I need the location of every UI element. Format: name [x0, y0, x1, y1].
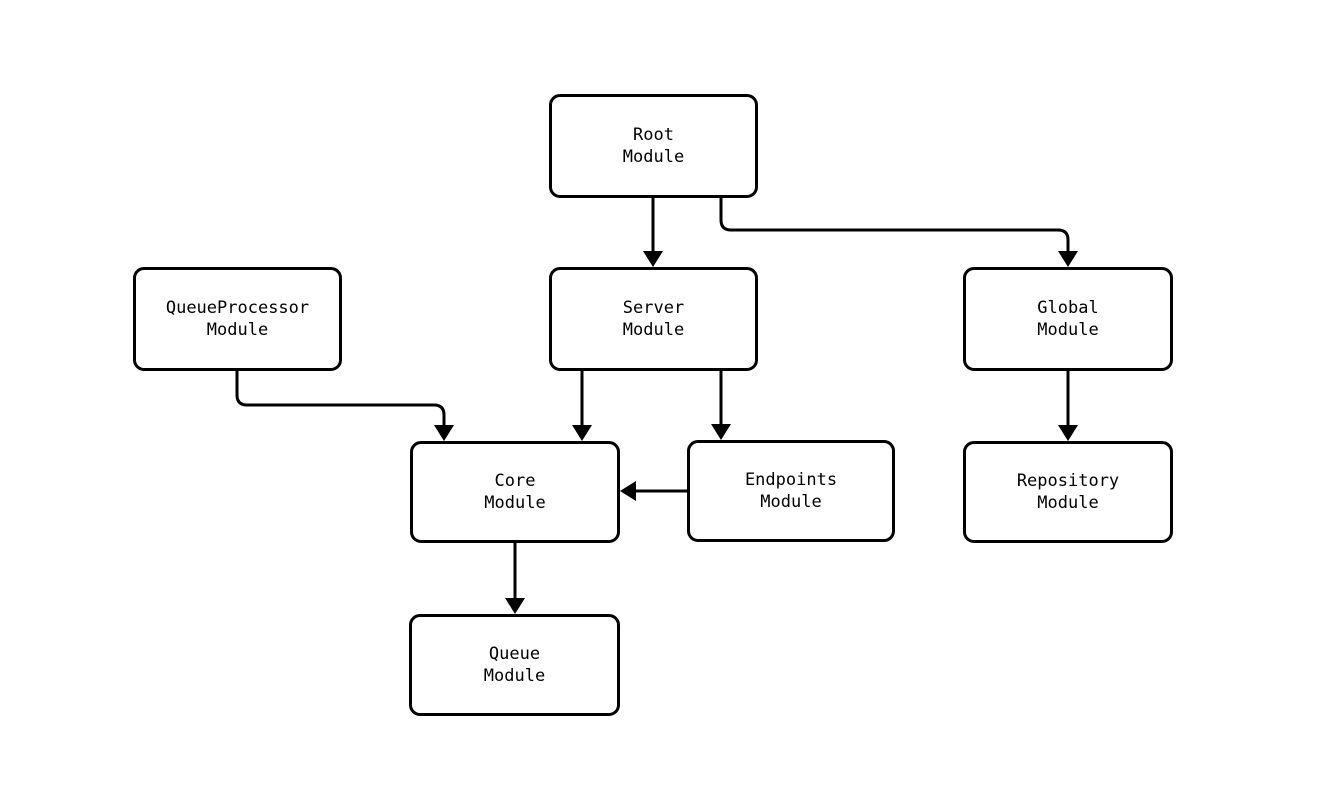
node-queue[interactable]: Queue Module: [409, 614, 620, 716]
edge-root-server: [643, 198, 663, 267]
edge-endpoints-core: [620, 481, 687, 501]
arrowhead-queueprocessor-core: [434, 425, 454, 441]
edge-root-global: [719, 198, 1078, 267]
node-endpoints-line2: Module: [760, 492, 822, 512]
node-endpoints-line1: Endpoints: [744, 470, 838, 490]
arrowhead-core-queue: [505, 598, 525, 614]
arrowhead-endpoints-core: [620, 481, 636, 501]
edge-core-queue: [505, 543, 525, 614]
node-root-line2: Module: [622, 147, 685, 167]
node-core[interactable]: Core Module: [410, 441, 620, 543]
arrowhead-root-server: [643, 251, 663, 267]
arrowhead-server-core: [572, 425, 592, 441]
node-repository[interactable]: Repository Module: [963, 441, 1173, 543]
node-root[interactable]: Root Module: [549, 94, 758, 198]
node-queueprocessor-line1: QueueProcessor: [165, 298, 310, 318]
node-queueprocessor[interactable]: QueueProcessor Module: [133, 267, 342, 371]
node-endpoints[interactable]: Endpoints Module: [687, 440, 895, 542]
arrowhead-global-repository: [1058, 425, 1078, 441]
node-queue-line2: Module: [483, 666, 546, 686]
node-global[interactable]: Global Module: [963, 267, 1173, 371]
node-server-line1: Server: [622, 298, 685, 318]
node-core-line2: Module: [484, 493, 546, 513]
edge-global-repository: [1058, 371, 1078, 441]
edge-queueprocessor-core: [235, 371, 454, 441]
edge-server-core: [572, 371, 592, 441]
edge-server-endpoints: [711, 371, 731, 440]
node-queueprocessor-line2: Module: [206, 320, 269, 340]
node-global-line1: Global: [1037, 298, 1099, 318]
node-server-line2: Module: [622, 320, 685, 340]
arrowhead-server-endpoints: [711, 424, 731, 440]
node-repository-line1: Repository: [1016, 471, 1120, 491]
node-root-line1: Root: [633, 125, 674, 145]
node-repository-line2: Module: [1037, 493, 1099, 513]
arrowhead-root-global: [1058, 251, 1078, 267]
node-global-line2: Module: [1037, 320, 1099, 340]
node-core-line1: Core: [494, 471, 536, 491]
node-queue-line1: Queue: [488, 644, 541, 664]
node-server[interactable]: Server Module: [549, 267, 758, 371]
